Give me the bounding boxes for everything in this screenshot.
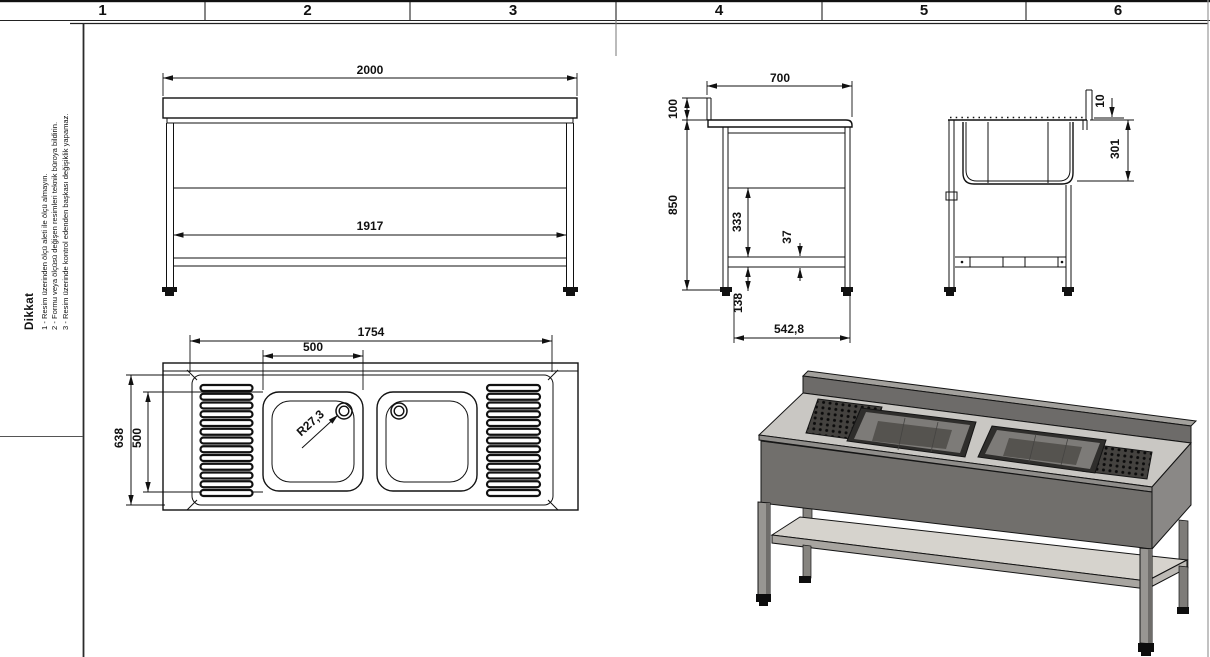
side-view: 700 100 850 333 37 138 542,8 [666, 71, 853, 343]
render-leg-front-right [1138, 547, 1154, 656]
dim-shelf-to-floor: 138 [731, 293, 745, 313]
dim-leg-span: 542,8 [774, 322, 804, 336]
dim-total-height: 850 [666, 195, 680, 215]
drain-left [335, 402, 353, 420]
section-view: 10 301 [944, 89, 1134, 296]
section-feet [944, 287, 1074, 296]
dim-front-width: 2000 [357, 63, 384, 77]
front-view: 2000 1917 [162, 63, 578, 296]
dim-plan-width: 1754 [358, 325, 385, 339]
dim-splash-height: 100 [666, 99, 680, 119]
note-line-3: 3 - Resim üzerinde kontrol edenden başka… [60, 113, 70, 330]
front-feet [162, 287, 578, 296]
drainboard-left [199, 383, 254, 498]
ruler-cell-3: 3 [508, 1, 518, 19]
note-line-1: 1 - Resim üzerinden ölçü aleti ile ölçü … [40, 173, 49, 330]
dim-shelf-thickness: 37 [780, 230, 794, 244]
dim-bowl-width: 500 [303, 340, 323, 354]
dim-side-depth: 700 [770, 71, 790, 85]
dim-corner-radius: R27,3 [294, 407, 327, 439]
render-bowl-left [846, 407, 977, 458]
dim-front-shelf-width: 1917 [357, 219, 384, 233]
notes-title: Dikkat [24, 292, 36, 330]
bowl-right [376, 391, 478, 492]
note-line-2: 2 - Formu veya ölçüsü değişen resimleri … [50, 121, 60, 330]
ruler-cell-4: 4 [714, 1, 724, 19]
ruler-cell-2: 2 [303, 1, 312, 19]
ruler-cell-1: 1 [98, 1, 107, 19]
render-3d [756, 370, 1198, 656]
ruler-cell-6: 6 [1113, 1, 1123, 19]
dim-bowl-length: 500 [130, 428, 144, 448]
dim-bowl-depth: 301 [1108, 139, 1122, 159]
drain-right [390, 402, 408, 420]
warning-notes: Dikkat 1 - Resim üzerinden ölçü aleti il… [24, 30, 80, 330]
render-leg-front-left [756, 501, 771, 606]
side-feet [720, 287, 853, 296]
bowl-left [262, 391, 364, 492]
plan-view: R27,3 1754 500 638 500 [112, 325, 579, 511]
dim-panel-to-shelf: 333 [730, 212, 744, 232]
dim-plan-depth: 638 [112, 428, 126, 448]
dim-splash-lip: 10 [1093, 94, 1107, 108]
render-bowl-right [977, 425, 1107, 474]
drainboard-right [485, 383, 542, 498]
ruler-cell-5: 5 [919, 1, 929, 19]
